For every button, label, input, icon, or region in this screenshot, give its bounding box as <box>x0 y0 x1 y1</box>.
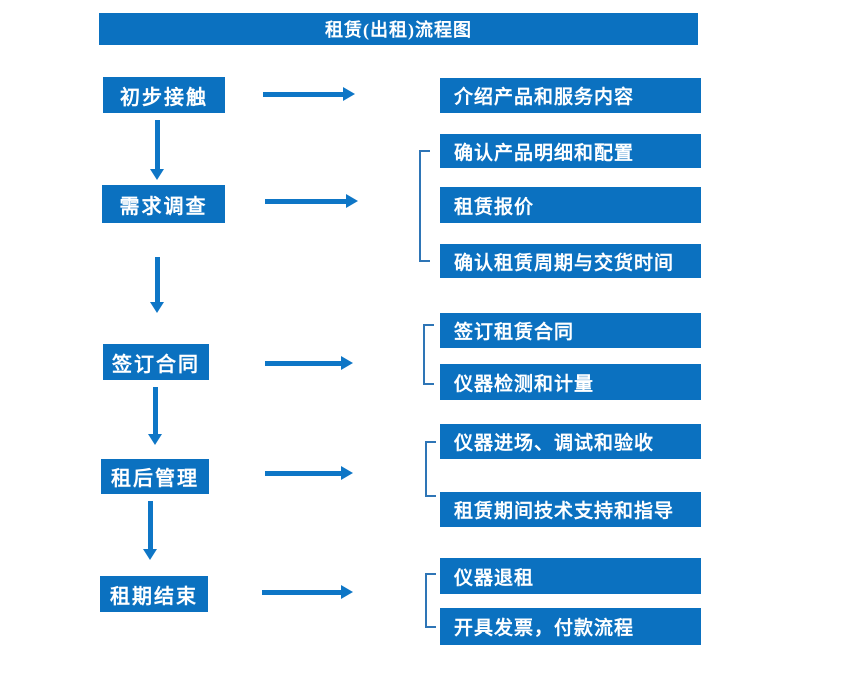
right-arrow-3 <box>265 356 353 370</box>
flowchart-title: 租赁(出租)流程图 <box>99 13 698 45</box>
detail-label: 租赁报价 <box>454 196 535 218</box>
detail-confirm-period-delivery: 确认租赁周期与交货时间 <box>440 244 701 278</box>
right-arrow-2 <box>265 194 358 208</box>
detail-label: 介绍产品和服务内容 <box>454 87 635 108</box>
detail-introduce-products: 介绍产品和服务内容 <box>440 78 701 113</box>
down-arrow-1 <box>150 120 164 180</box>
step-sign-contract: 签订合同 <box>103 344 209 380</box>
step-initial-contact: 初步接触 <box>103 77 225 113</box>
bracket-connector-sign-contract <box>423 324 434 385</box>
detail-rental-quote: 租赁报价 <box>440 187 701 223</box>
step-post-rental-management: 租后管理 <box>101 459 209 494</box>
step-label: 租期结束 <box>110 585 198 608</box>
detail-invoice-payment: 开具发票，付款流程 <box>440 608 701 645</box>
down-arrow-3 <box>148 387 162 445</box>
detail-instrument-return: 仪器退租 <box>440 558 701 594</box>
detail-confirm-product-config: 确认产品明细和配置 <box>440 134 701 168</box>
step-label: 初步接触 <box>120 86 208 109</box>
detail-label: 确认租赁周期与交货时间 <box>454 252 675 274</box>
bracket-connector-demand-survey <box>419 150 430 262</box>
step-demand-survey: 需求调查 <box>102 185 225 223</box>
detail-label: 开具发票，付款流程 <box>454 618 635 639</box>
detail-sign-rental-contract: 签订租赁合同 <box>440 313 701 348</box>
detail-label: 仪器检测和计量 <box>454 373 595 395</box>
detail-instrument-setup-acceptance: 仪器进场、调试和验收 <box>440 424 701 459</box>
detail-technical-support: 租赁期间技术支持和指导 <box>440 492 701 527</box>
detail-label: 确认产品明细和配置 <box>454 142 635 164</box>
down-arrow-2 <box>150 257 164 313</box>
right-arrow-5 <box>262 585 353 599</box>
bracket-connector-rental-end <box>425 573 436 628</box>
step-label: 签订合同 <box>112 353 200 376</box>
detail-instrument-testing: 仪器检测和计量 <box>440 364 701 400</box>
step-label: 需求调查 <box>119 195 208 218</box>
detail-label: 签订租赁合同 <box>454 322 575 343</box>
step-rental-end: 租期结束 <box>100 576 208 612</box>
down-arrow-4 <box>143 501 157 560</box>
detail-label: 仪器进场、调试和验收 <box>454 433 655 454</box>
detail-label: 仪器退租 <box>454 567 535 589</box>
detail-label: 租赁期间技术支持和指导 <box>454 501 675 522</box>
right-arrow-4 <box>265 466 353 480</box>
bracket-connector-post-rental <box>425 441 436 497</box>
flowchart-title-text: 租赁(出租)流程图 <box>325 20 472 40</box>
step-label: 租后管理 <box>111 468 199 490</box>
right-arrow-1 <box>263 87 355 101</box>
